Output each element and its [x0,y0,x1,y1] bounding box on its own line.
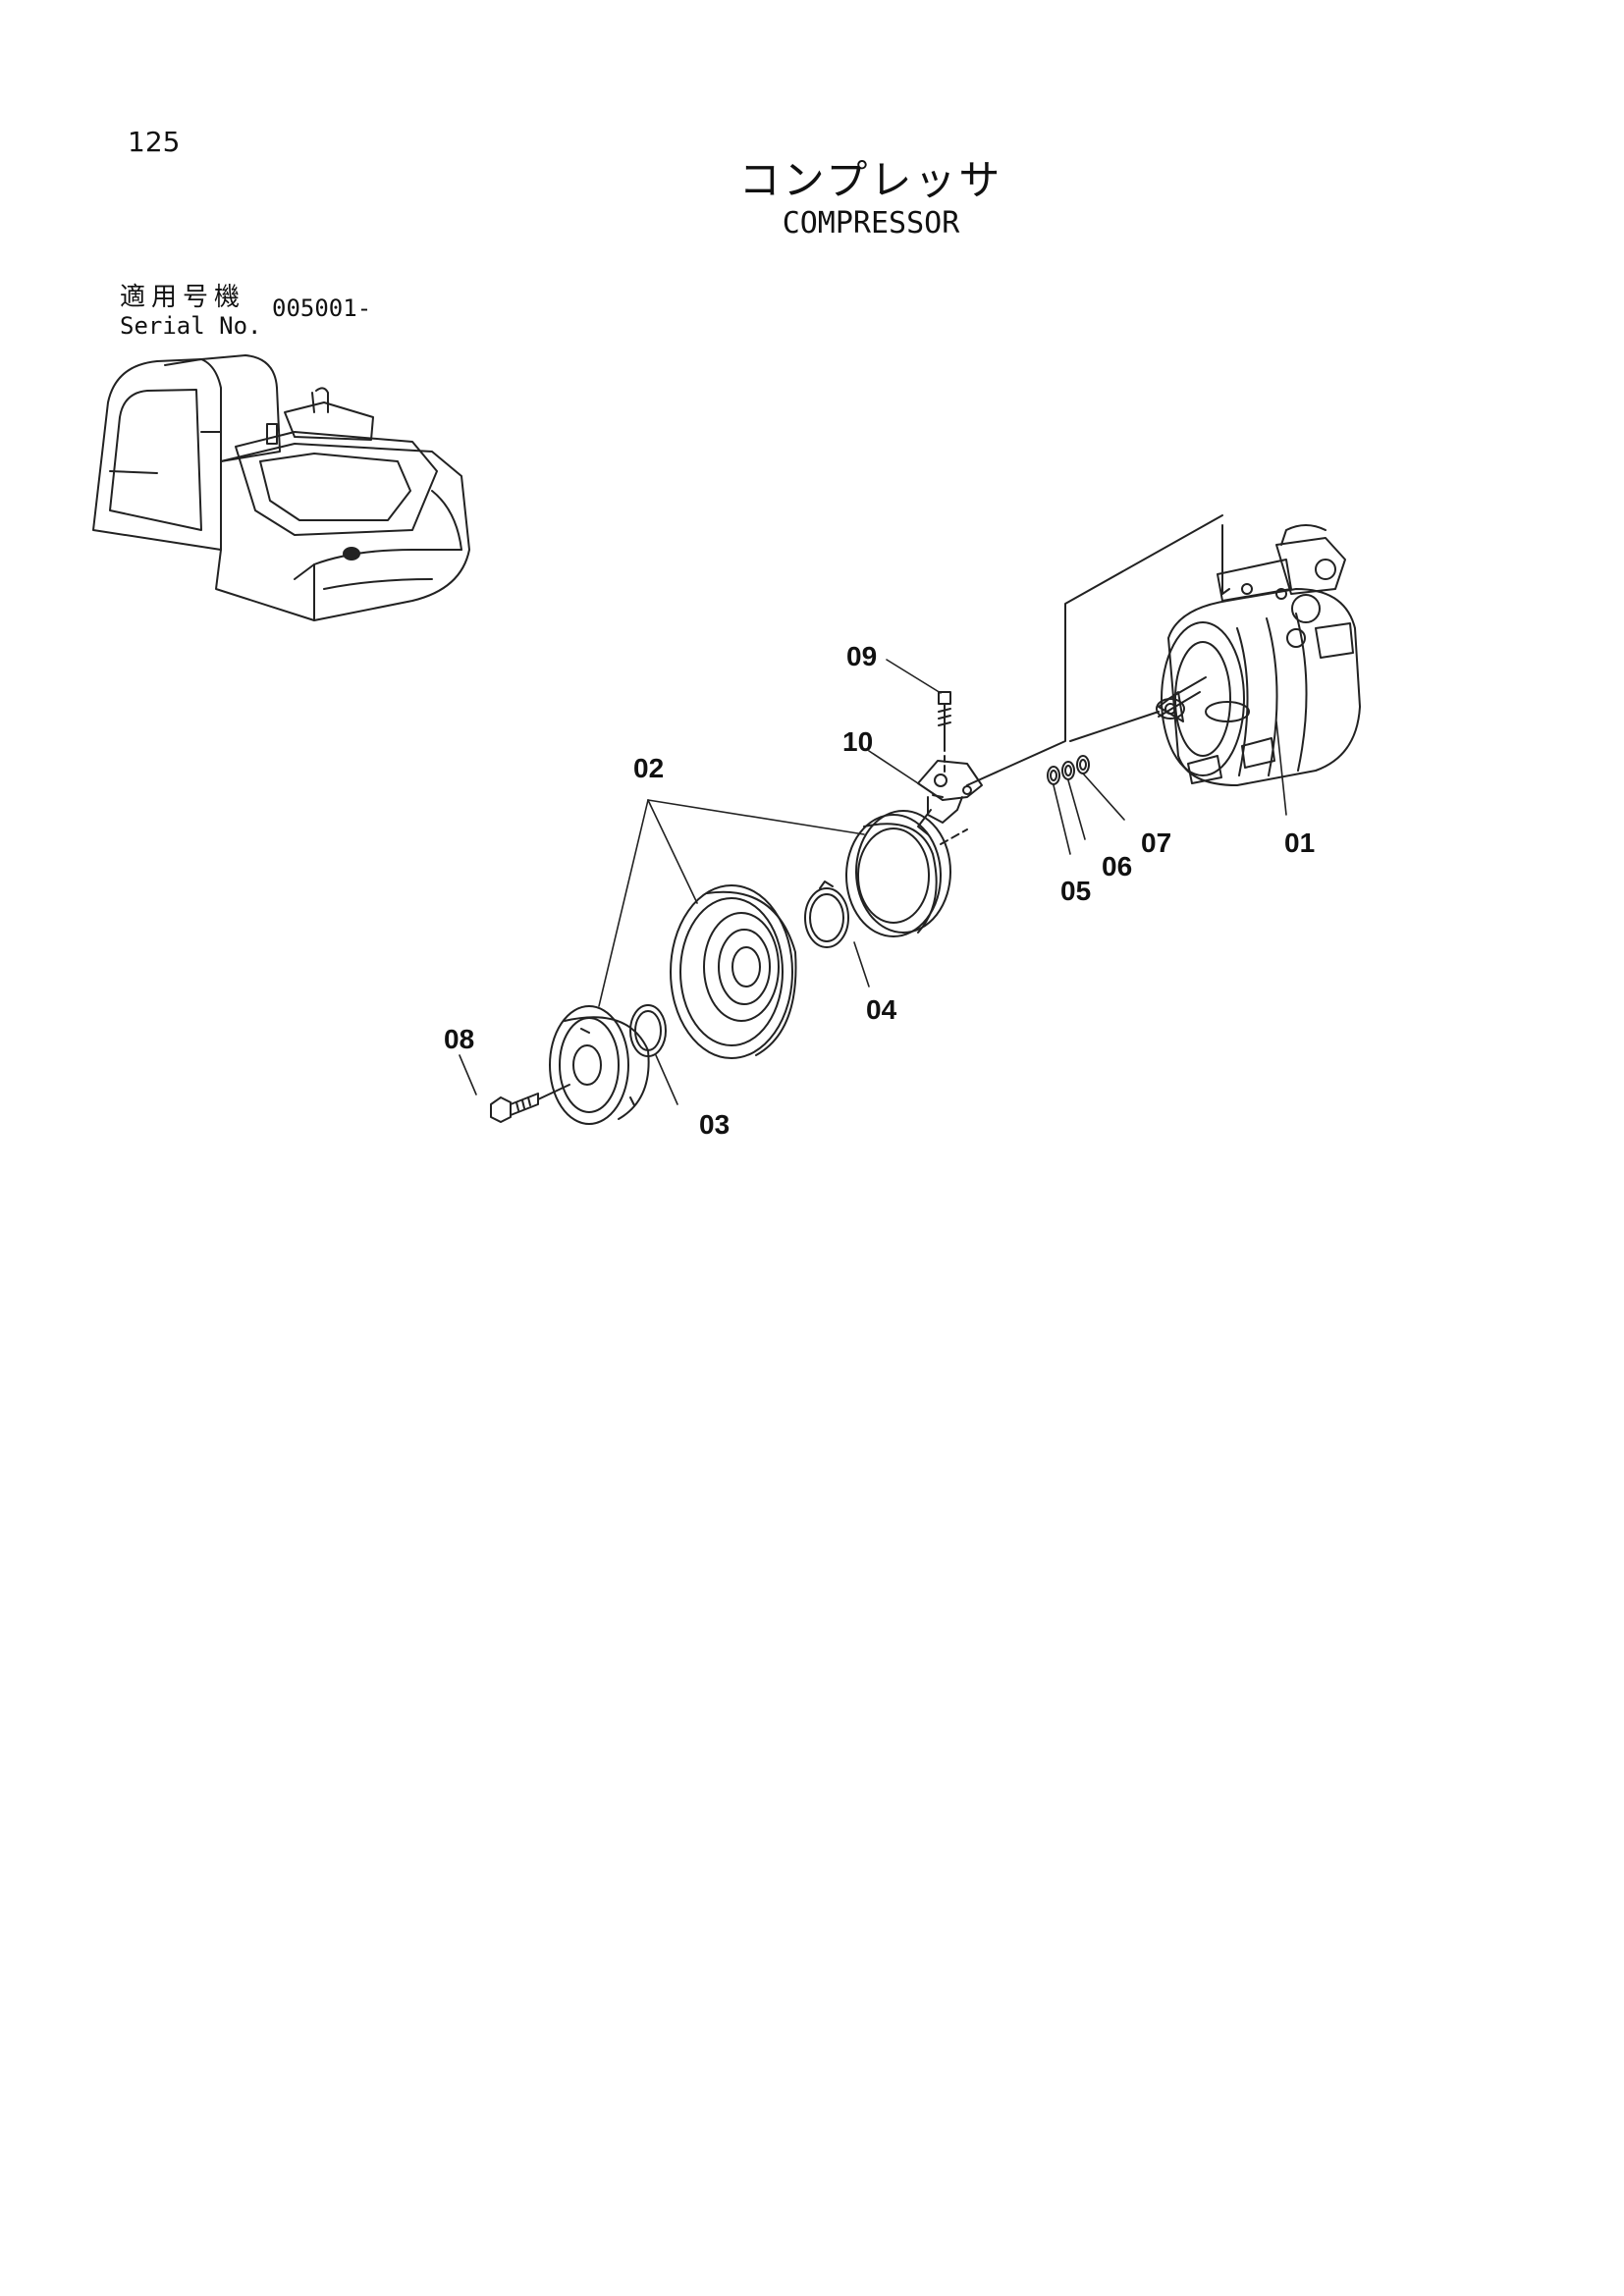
screw-09 [938,691,951,752]
leader-bracket-vertical [1221,524,1230,595]
bolt-08 [490,1093,539,1123]
callout-07: 07 [1141,828,1171,858]
callout-01: 01 [1284,828,1315,858]
excavator-thumbnail [92,354,470,621]
callout-02: 02 [633,753,664,783]
shim-washers [1047,755,1090,785]
callout-05: 05 [1060,876,1091,906]
serial-number-value: 005001- [272,294,372,322]
snap-ring [804,881,849,948]
compressor-body [1156,524,1361,786]
callout-leaders [459,659,1287,1105]
shaft-centerline [1069,711,1160,742]
callout-04: 04 [866,994,897,1025]
field-coil [845,794,951,937]
callout-03: 03 [699,1109,730,1140]
callout-09: 09 [846,641,877,671]
callout-08: 08 [444,1024,474,1054]
page-title-english: COMPRESSOR [782,206,960,240]
callout-10: 10 [842,726,873,757]
pulley [670,884,797,1059]
serial-label-english: Serial No. [120,312,262,340]
serial-label-japanese: 適用号機 [120,283,246,312]
page-title-japanese: コンプレッサ [738,156,1003,204]
armature-plate [549,1005,650,1125]
page-number: 125 [128,126,181,158]
callout-06: 06 [1102,851,1132,881]
terminal-bracket [917,760,983,835]
leader-bracket-main [966,514,1223,786]
